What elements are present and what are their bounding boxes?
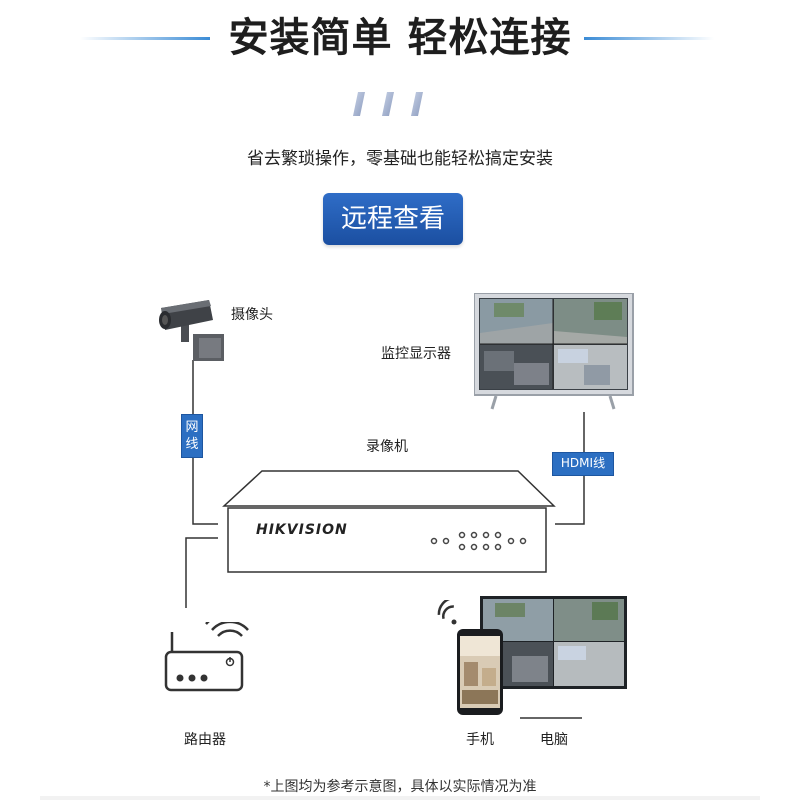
camera-icon bbox=[159, 300, 224, 361]
computer-label: 电脑 bbox=[540, 732, 568, 748]
nvr-device-icon bbox=[222, 470, 556, 573]
footnote: *上图均为参考示意图，具体以实际情况为准 bbox=[263, 779, 537, 795]
monitor-label: 监控显示器 bbox=[381, 346, 451, 362]
nvr-label: 录像机 bbox=[366, 439, 408, 455]
network-cable-tag: 网线 bbox=[181, 414, 203, 458]
title-decor-line-right bbox=[584, 37, 714, 40]
monitor-icon bbox=[474, 293, 634, 410]
phone-icon bbox=[457, 629, 503, 715]
remote-view-badge: 远程查看 bbox=[323, 193, 463, 245]
slash-decor-icon bbox=[353, 92, 423, 116]
hdmi-cable-tag: HDMI线 bbox=[552, 452, 614, 476]
page-subtitle: 省去繁琐操作，零基础也能轻松搞定安装 bbox=[247, 149, 553, 169]
computer-icon bbox=[480, 596, 627, 689]
router-icon bbox=[164, 622, 249, 692]
camera-label: 摄像头 bbox=[231, 307, 273, 323]
wifi-icon bbox=[437, 600, 457, 625]
title-decor-line-left bbox=[80, 37, 210, 40]
bottom-divider bbox=[40, 796, 760, 800]
page-title: 安装简单 轻松连接 bbox=[228, 15, 572, 61]
phone-label: 手机 bbox=[466, 732, 494, 748]
router-label: 路由器 bbox=[184, 732, 226, 748]
nvr-brand-logo: HIKVISION bbox=[256, 522, 348, 538]
